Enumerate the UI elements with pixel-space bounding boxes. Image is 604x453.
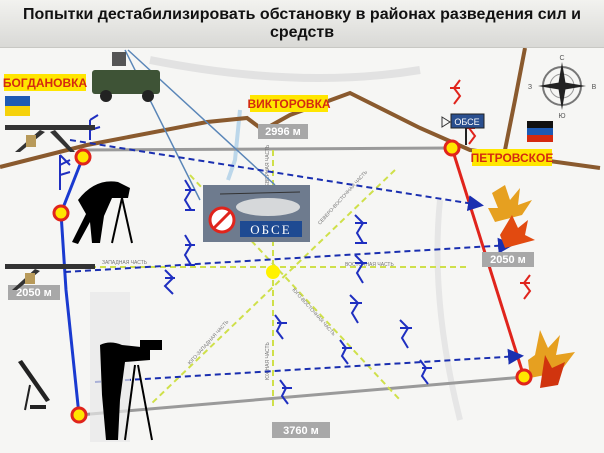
map: ВОСТОЧНАЯ ЧАСТЬ ЗАПАДНАЯ ЧАСТЬ СЕВЕРО-ВО… (0, 48, 604, 453)
svg-text:ОБСЕ: ОБСЕ (454, 117, 479, 127)
svg-text:2996 м: 2996 м (265, 126, 301, 138)
road (503, 48, 527, 151)
svg-text:В: В (592, 84, 597, 91)
town-viktorovka: ВИКТОРОВКА (247, 95, 331, 112)
svg-text:З: З (528, 84, 532, 91)
osce-post-icon: ОБСЕ (441, 113, 485, 145)
distance-top: 2996 м (258, 124, 308, 139)
distance-right: 2050 м (482, 252, 534, 267)
sector-south: ЮЖНАЯ ЧАСТЬ (265, 341, 271, 380)
distance-bottom: 3760 м (272, 422, 330, 438)
svg-text:С: С (559, 55, 564, 62)
distance-left: 2050 м (8, 285, 60, 300)
position-markers (52, 139, 533, 424)
svg-text:ВИКТОРОВКА: ВИКТОРОВКА (247, 97, 330, 111)
center-point (266, 265, 280, 279)
blue-front-line (59, 156, 85, 416)
page-title: Попытки дестабилизировать обстановку в р… (0, 0, 604, 48)
fire-arrows (64, 139, 524, 383)
compass-icon: С Ю З В (528, 55, 597, 120)
town-bogdanovka: БОГДАНОВКА (3, 74, 88, 91)
svg-text:2050 м: 2050 м (16, 287, 52, 299)
road (0, 90, 601, 170)
ukraine-flag (5, 96, 30, 116)
armored-vehicle-icon (92, 52, 160, 102)
sector-north: СЕВЕРНАЯ ЧАСТЬ (265, 144, 271, 190)
svg-text:БОГДАНОВКА: БОГДАНОВКА (3, 76, 88, 90)
mortar-icon (18, 360, 50, 411)
sector-east: ВОСТОЧНАЯ ЧАСТЬ (345, 262, 394, 268)
cameraman-icon (72, 181, 133, 244)
machine-gun-icon (5, 264, 95, 290)
sector-west: ЗАПАДНАЯ ЧАСТЬ (102, 260, 148, 266)
machine-gun-icon (5, 125, 95, 152)
svg-text:2050 м: 2050 м (490, 254, 526, 266)
river (226, 109, 242, 181)
explosion-icon (488, 185, 575, 388)
svg-text:3760 м: 3760 м (283, 425, 319, 437)
trenches-blue (59, 114, 432, 405)
town-petrovskoe: ПЕТРОВСКОЕ (471, 149, 554, 166)
osce-logo: ОБСЕ (250, 222, 291, 237)
cameraman-icon (100, 340, 162, 441)
svg-text:Ю: Ю (558, 113, 565, 120)
dpr-flag (527, 121, 553, 142)
osce-drone-image: ОБСЕ (203, 185, 310, 242)
svg-text:ПЕТРОВСКОЕ: ПЕТРОВСКОЕ (471, 151, 554, 165)
